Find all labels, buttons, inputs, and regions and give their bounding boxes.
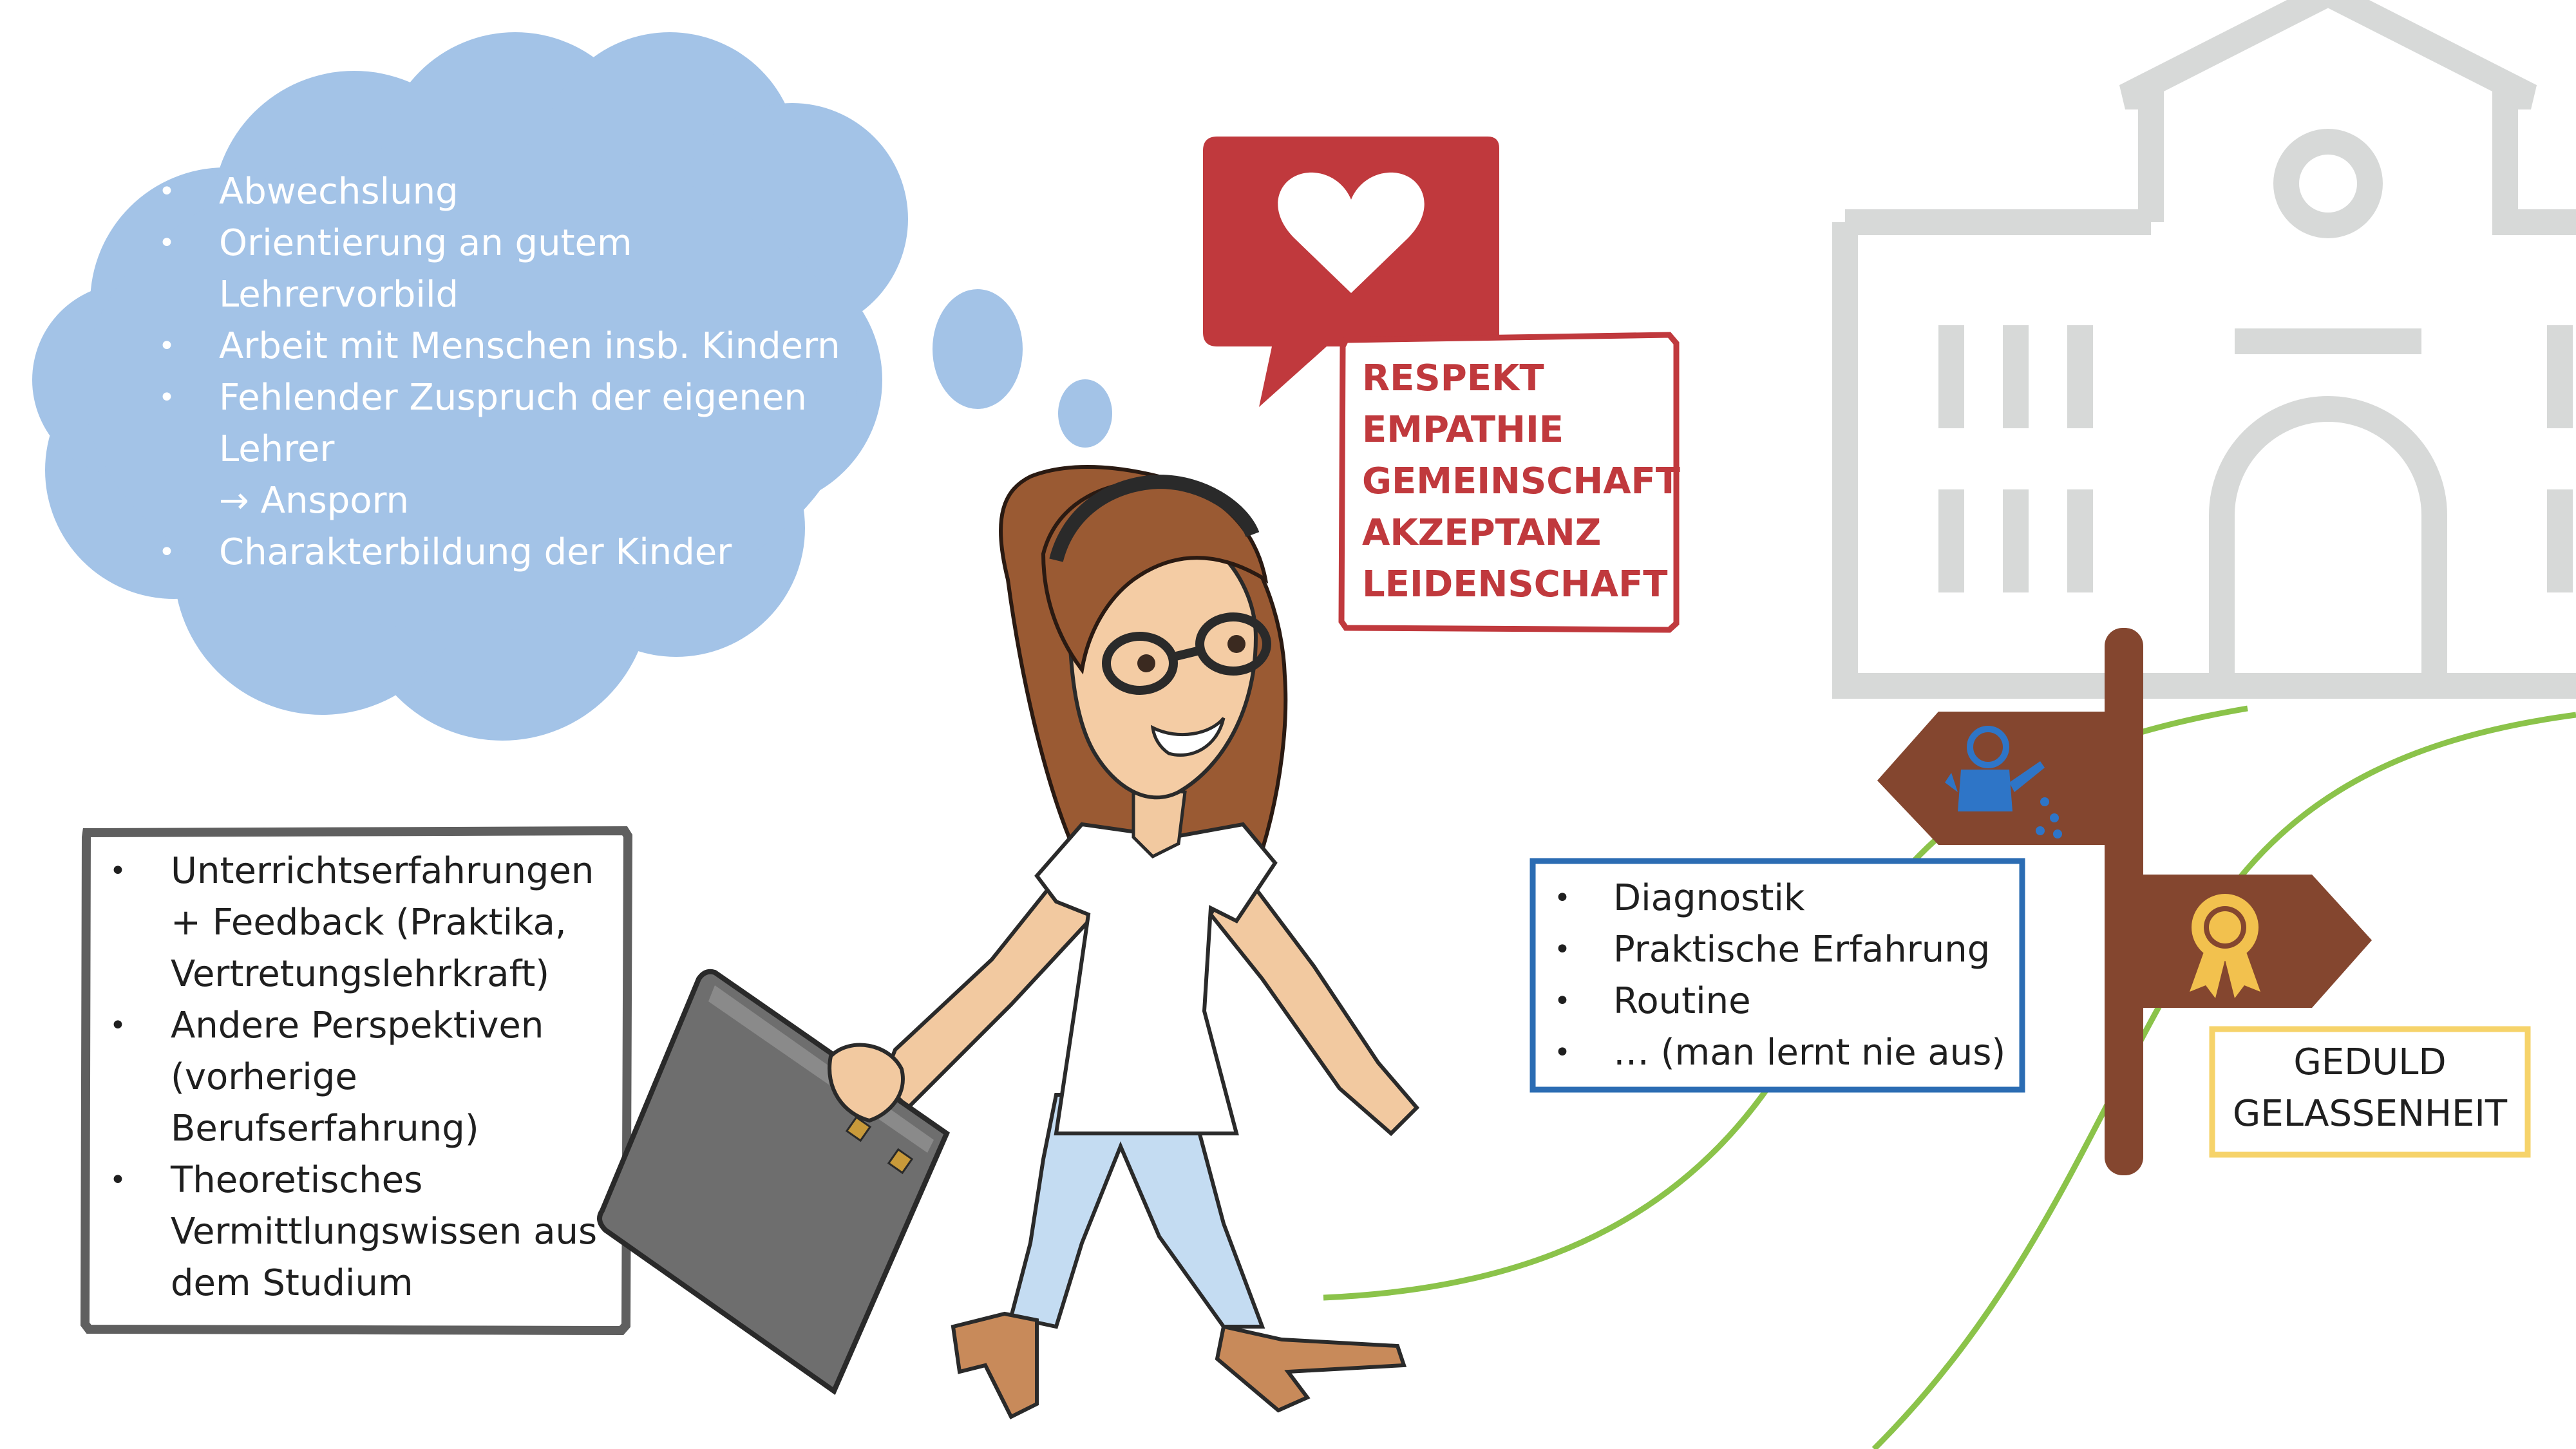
signpost <box>1877 628 2372 1175</box>
skills-item-text: Routine <box>1613 980 1751 1022</box>
experience-box-border <box>80 826 633 1336</box>
bullet-icon: • <box>158 227 175 260</box>
skills-item: • … (man lernt nie aus) <box>1542 1027 2006 1079</box>
bullet-icon: • <box>158 536 175 569</box>
bullet-icon: • <box>1554 933 1571 966</box>
motivation-item-text: Arbeit mit Menschen insb. Kindern <box>219 325 840 367</box>
experience-item-text: Theoretisches Vermittlungswissen aus dem… <box>171 1159 598 1304</box>
bullet-icon: • <box>1554 1036 1571 1069</box>
bullet-icon: • <box>109 1164 126 1197</box>
motivation-item-text: Fehlender Zuspruch der eigenen Lehrer <box>219 377 807 470</box>
bullet-icon: • <box>158 381 175 414</box>
value-item: AKZEPTANZ <box>1362 512 1602 554</box>
award-rosette-icon <box>2190 894 2260 998</box>
thought-cloud <box>32 32 1112 741</box>
motivation-item: • Fehlender Zuspruch der eigenen Lehrer → … <box>148 372 876 527</box>
motivation-list: • Abwechslung • Orientierung an gutem Lehr… <box>148 166 876 578</box>
skills-box-border <box>1530 858 2025 1093</box>
experience-item: • Andere Perspektiven (vorherige Berufser… <box>97 1000 631 1155</box>
experience-item: • Unterrichtserfahrungen + Feedback (Prak… <box>97 846 631 1000</box>
briefcase-icon <box>597 969 950 1396</box>
motivation-sub-item: → Ansporn <box>219 480 410 522</box>
bullet-icon: • <box>1554 985 1571 1018</box>
thought-bubble-dot-large <box>933 289 1023 409</box>
experience-list: • Unterrichtserfahrungen + Feedback (Prak… <box>97 846 631 1309</box>
thought-bubble-dot-small <box>1058 379 1112 448</box>
values-list: RESPEKT EMPATHIE GEMEINSCHAFT AKZEPTANZ … <box>1362 353 1680 611</box>
motivation-item-text: Charakterbildung der Kinder <box>219 531 732 573</box>
patience-box: GEDULD GELASSENHEIT <box>2215 1037 2524 1140</box>
motivation-item: • Arbeit mit Menschen insb. Kindern <box>148 321 876 372</box>
skills-item: • Diagnostik <box>1542 873 2006 924</box>
skills-item-text: … (man lernt nie aus) <box>1613 1032 2006 1074</box>
motivation-item-text: Orientierung an gutem Lehrervorbild <box>219 222 632 316</box>
patience-box-border <box>2209 1026 2531 1158</box>
skills-item: • Routine <box>1542 976 2006 1027</box>
teacher-avatar <box>880 465 1420 1420</box>
experience-item-text: Andere Perspektiven (vorherige Berufserf… <box>171 1005 544 1150</box>
motivation-item: • Abwechslung <box>148 166 876 218</box>
bullet-icon: • <box>158 330 175 363</box>
value-item: GEMEINSCHAFT <box>1362 460 1680 502</box>
skills-item: • Praktische Erfahrung <box>1542 924 2006 976</box>
value-item: EMPATHIE <box>1362 409 1564 451</box>
watering-can-icon <box>1945 726 2062 838</box>
skills-list: • Diagnostik • Praktische Erfahrung • Routi… <box>1542 873 2006 1079</box>
motivation-item: • Orientierung an gutem Lehrervorbild <box>148 218 876 321</box>
motivation-item: • Charakterbildung der Kinder <box>148 527 876 578</box>
patience-line: GELASSENHEIT <box>2232 1093 2508 1135</box>
value-item: LEIDENSCHAFT <box>1362 564 1668 605</box>
values-box-border <box>1338 332 1680 633</box>
motivation-item-text: Abwechslung <box>219 171 459 213</box>
experience-item: • Theoretisches Vermittlungswissen aus de… <box>97 1155 631 1309</box>
skills-item-text: Praktische Erfahrung <box>1613 929 1991 971</box>
school-building-icon <box>1832 0 2576 699</box>
patience-line: GEDULD <box>2293 1041 2447 1083</box>
value-item: RESPEKT <box>1362 357 1544 399</box>
bullet-icon: • <box>1554 882 1571 914</box>
bullet-icon: • <box>109 1009 126 1042</box>
bullet-icon: • <box>158 175 175 208</box>
skills-item-text: Diagnostik <box>1613 877 1805 919</box>
experience-item-text: Unterrichtserfahrungen + Feedback (Prakt… <box>171 850 594 995</box>
bullet-icon: • <box>109 855 126 887</box>
heart-icon <box>1278 172 1425 293</box>
